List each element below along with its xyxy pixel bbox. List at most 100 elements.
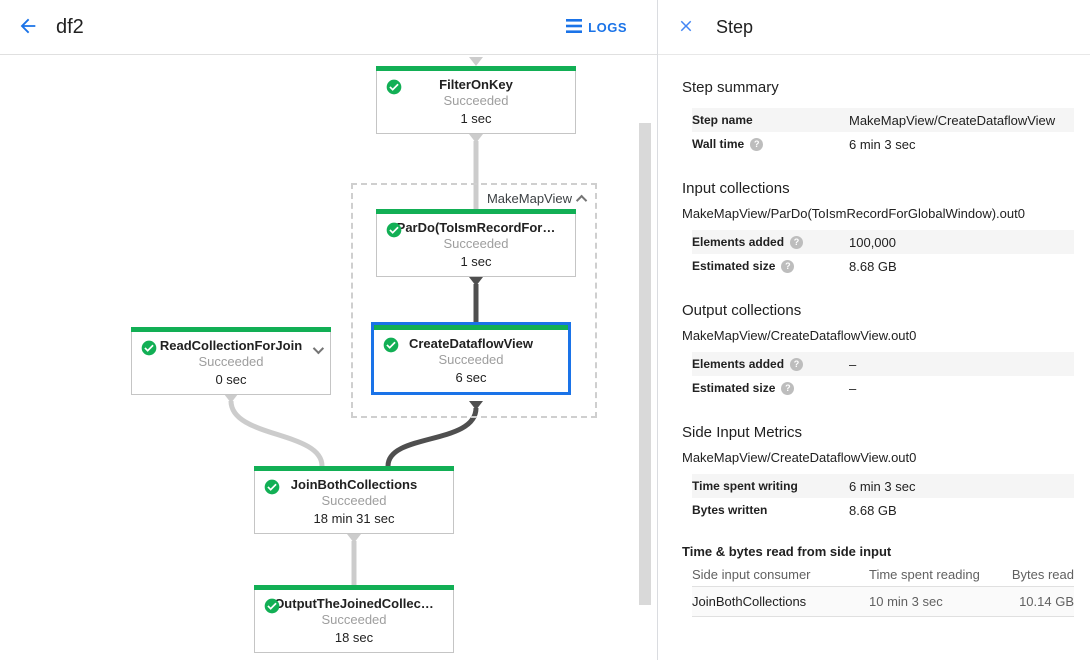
column-header: Side input consumer xyxy=(692,567,811,582)
job-title: df2 xyxy=(56,15,84,38)
check-circle-icon xyxy=(264,479,280,500)
node-title: CreateDataflowView xyxy=(408,336,534,351)
side-input-consumer-cell: JoinBothCollections xyxy=(692,594,807,609)
logs-button-label: LOGS xyxy=(588,19,627,35)
check-circle-icon xyxy=(141,340,157,361)
column-header: Bytes read xyxy=(1011,567,1074,582)
panel-body: Step summary Step name MakeMapView/Creat… xyxy=(658,79,1090,617)
node-status: Succeeded xyxy=(438,352,504,367)
row-value: 8.68 GB xyxy=(849,258,897,274)
check-circle-icon xyxy=(386,79,402,100)
input-collections-heading: Input collections xyxy=(682,180,790,197)
group-makemapview-toggle[interactable]: MakeMapView xyxy=(486,191,588,206)
row-label: Time spent writing xyxy=(692,479,798,493)
group-makemapview-label: MakeMapView xyxy=(486,191,572,206)
elements-added-row: Elements added? – xyxy=(692,352,1074,376)
row-label: Step name xyxy=(692,113,753,127)
help-icon[interactable]: ? xyxy=(750,137,764,151)
row-value: – xyxy=(849,380,857,396)
node-time: 1 sec xyxy=(460,111,492,126)
node-title: ReadCollectionForJoin xyxy=(159,338,303,353)
estimated-size-row: Estimated size? 8.68 GB xyxy=(692,254,1074,278)
side-input-table-title: Time & bytes read from side input xyxy=(682,544,892,559)
node-readcollectionforjoin[interactable]: ReadCollectionForJoin Succeeded 0 sec xyxy=(131,327,331,395)
node-status-bar xyxy=(374,325,568,330)
back-button[interactable] xyxy=(8,7,48,47)
node-time: 18 min 31 sec xyxy=(313,511,395,526)
row-label: Bytes written xyxy=(692,503,768,517)
node-pardo-toismrecord[interactable]: ParDo(ToIsmRecordFor… Succeeded 1 sec xyxy=(376,209,576,277)
column-header: Time spent reading xyxy=(869,567,980,582)
node-title: OutputTheJoinedCollec… xyxy=(274,596,434,611)
bytes-written-row: Bytes written 8.68 GB xyxy=(692,498,1074,522)
bytes-read-cell: 10.14 GB xyxy=(1019,594,1074,609)
side-input-table-header: Side input consumer Time spent reading B… xyxy=(692,563,1074,587)
node-time: 1 sec xyxy=(460,254,492,269)
graph-edges xyxy=(224,57,483,585)
node-outputthejoinedcollection[interactable]: OutputTheJoinedCollec… Succeeded 18 sec xyxy=(254,585,454,653)
side-input-metrics-heading: Side Input Metrics xyxy=(682,424,803,441)
step-summary-heading: Step summary xyxy=(682,79,779,96)
close-panel-button[interactable] xyxy=(666,7,706,47)
node-status-bar xyxy=(254,585,454,590)
row-value: MakeMapView/CreateDataflowView xyxy=(849,112,1056,128)
time-spent-reading-cell: 10 min 3 sec xyxy=(869,594,943,609)
row-label: Elements added? xyxy=(692,357,849,371)
table-row: JoinBothCollections 10 min 3 sec 10.14 G… xyxy=(692,587,1074,617)
row-label: Elements added? xyxy=(692,235,849,249)
node-filteronkey[interactable]: FilterOnKey Succeeded 1 sec xyxy=(376,66,576,134)
check-circle-icon xyxy=(264,598,280,619)
node-joinbothcollections[interactable]: JoinBothCollections Succeeded 18 min 31 … xyxy=(254,466,454,534)
wall-time-row: Wall time? 6 min 3 sec xyxy=(692,132,1074,156)
node-title: FilterOnKey xyxy=(439,77,513,92)
chevron-up-icon xyxy=(575,194,588,206)
node-status: Succeeded xyxy=(321,493,387,508)
close-icon xyxy=(677,17,695,38)
step-name-row: Step name MakeMapView/CreateDataflowView xyxy=(692,108,1074,132)
help-icon[interactable]: ? xyxy=(781,259,795,273)
expand-node-button[interactable] xyxy=(312,341,325,359)
row-value: 8.68 GB xyxy=(849,502,897,518)
node-status: Succeeded xyxy=(443,236,509,251)
output-collections-rows: Elements added? – Estimated size? – xyxy=(692,352,1074,400)
node-title: JoinBothCollections xyxy=(290,477,418,492)
node-status: Succeeded xyxy=(443,93,509,108)
row-label: Estimated size? xyxy=(692,259,849,273)
panel-title: Step xyxy=(716,16,754,37)
help-icon[interactable]: ? xyxy=(790,357,804,371)
check-circle-icon xyxy=(383,337,399,358)
node-time: 18 sec xyxy=(334,630,374,645)
arrow-back-icon xyxy=(17,15,39,40)
help-icon[interactable]: ? xyxy=(790,235,804,249)
node-status: Succeeded xyxy=(198,354,264,369)
group-makemapview: MakeMapView xyxy=(351,183,597,418)
elements-added-row: Elements added? 100,000 xyxy=(692,230,1074,254)
job-graph-canvas[interactable]: MakeMapView FilterOnKey Succeeded 1 sec … xyxy=(0,55,657,660)
row-value: 100,000 xyxy=(849,234,896,250)
time-spent-writing-row: Time spent writing 6 min 3 sec xyxy=(692,474,1074,498)
row-value: 6 min 3 sec xyxy=(849,136,916,152)
input-collections-rows: Elements added? 100,000 Estimated size? … xyxy=(692,230,1074,278)
logs-button[interactable]: LOGS xyxy=(566,18,627,36)
step-details-panel: Step Step summary Step name MakeMapView/… xyxy=(657,0,1090,660)
panel-header: Step xyxy=(658,0,1090,55)
graph-vertical-scrollbar[interactable] xyxy=(639,123,651,605)
side-input-collection-name: MakeMapView/CreateDataflowView.out0 xyxy=(682,450,917,465)
help-icon[interactable]: ? xyxy=(781,381,795,395)
node-status-bar xyxy=(376,66,576,71)
row-value: – xyxy=(849,356,857,372)
side-input-table: Side input consumer Time spent reading B… xyxy=(692,563,1074,617)
node-time: 6 sec xyxy=(455,370,487,385)
node-status-bar xyxy=(131,327,331,332)
input-collection-name: MakeMapView/ParDo(ToIsmRecordForGlobalWi… xyxy=(682,206,1025,221)
node-status-bar xyxy=(376,209,576,214)
side-input-metrics-rows: Time spent writing 6 min 3 sec Bytes wri… xyxy=(692,474,1074,522)
node-title: ParDo(ToIsmRecordFor… xyxy=(396,220,556,235)
row-label: Wall time? xyxy=(692,137,849,151)
node-status: Succeeded xyxy=(321,612,387,627)
check-circle-icon xyxy=(386,222,402,243)
logs-list-icon xyxy=(566,18,583,36)
output-collection-name: MakeMapView/CreateDataflowView.out0 xyxy=(682,328,917,343)
node-createdataflowview[interactable]: CreateDataflowView Succeeded 6 sec xyxy=(371,322,571,395)
step-summary-rows: Step name MakeMapView/CreateDataflowView… xyxy=(692,108,1074,156)
